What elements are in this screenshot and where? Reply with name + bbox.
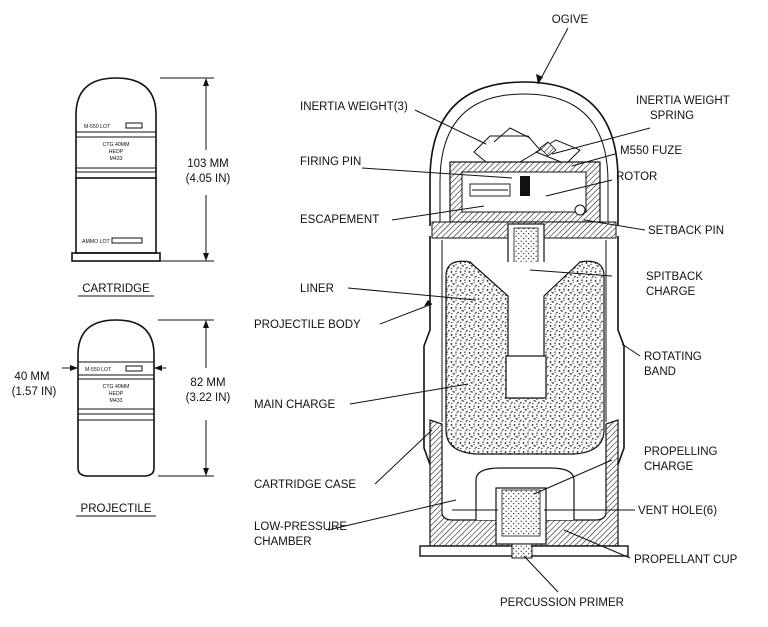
projectile-diameter-dimension: 40 MM (1.57 IN): [12, 365, 166, 398]
label-escapement: ESCAPEMENT: [300, 214, 379, 226]
label-propellant-cup: PROPELLANT CUP: [634, 554, 738, 566]
projectile-diameter-in: (1.57 IN): [12, 386, 57, 398]
label-inertia-weight: INERTIA WEIGHT(3): [300, 101, 408, 113]
label-firing-pin: FIRING PIN: [300, 156, 361, 168]
label-propelling-charge-2: CHARGE: [644, 461, 694, 473]
leader-arrows: [424, 74, 543, 306]
cartridge-stencil-model: M433: [110, 156, 123, 162]
projectile-length-in: (3.22 IN): [186, 392, 231, 404]
cartridge-stencil-lot: M-550 LOT: [84, 124, 111, 130]
projectile-stencil-hedp: HEDP: [109, 391, 124, 397]
label-propelling-charge-1: PROPELLING: [644, 446, 718, 458]
label-rotating-band-2: BAND: [644, 366, 676, 378]
cartridge-stencil-ammo: AMMO LOT: [82, 239, 110, 245]
projectile-stencil-model: M433: [110, 398, 123, 404]
cartridge-stencil-ctg: CTG 40MM: [103, 142, 130, 148]
label-projectile-body: PROJECTILE BODY: [254, 319, 361, 331]
label-inertia-weight-spring-2: SPRING: [650, 110, 694, 122]
label-rotor: ROTOR: [616, 171, 657, 183]
label-main-charge: MAIN CHARGE: [254, 399, 335, 411]
cartridge-caption: CARTRIDGE: [82, 283, 150, 295]
cartridge-length-dimension: 103 MM (4.05 IN): [160, 77, 231, 262]
projectile-length-dimension: 82 MM (3.22 IN): [158, 319, 231, 477]
label-low-pressure-chamber-2: CHAMBER: [254, 536, 312, 548]
label-ogive: OGIVE: [552, 14, 589, 26]
cutaway-drawing: [419, 81, 629, 559]
label-liner: LINER: [300, 283, 334, 295]
label-setback-pin: SETBACK PIN: [648, 225, 724, 237]
label-low-pressure-chamber-1: LOW-PRESSURE: [254, 521, 347, 533]
cartridge-length-in: (4.05 IN): [186, 173, 231, 185]
projectile-stencil-ctg: CTG 40MM: [103, 384, 130, 390]
projectile-length-mm: 82 MM: [190, 377, 225, 389]
projectile-diameter-mm: 40 MM: [14, 371, 49, 383]
label-m550-fuze: M550 FUZE: [620, 145, 682, 157]
leader-lines: [327, 27, 651, 593]
label-spitback-charge-1: SPITBACK: [646, 271, 703, 283]
label-vent-hole: VENT HOLE(6): [638, 505, 717, 517]
projectile-drawing: M-550 LOT CTG 40MM HEDP M433: [77, 319, 155, 477]
label-rotating-band-1: ROTATING: [644, 351, 702, 363]
label-inertia-weight-spring-1: INERTIA WEIGHT: [636, 95, 730, 107]
cartridge-stencil-hedp: HEDP: [109, 149, 124, 155]
label-spitback-charge-2: CHARGE: [646, 286, 696, 298]
cartridge-length-mm: 103 MM: [187, 158, 229, 170]
label-cartridge-case: CARTRIDGE CASE: [254, 479, 356, 491]
projectile-stencil-lot: M-550 LOT: [85, 367, 112, 373]
projectile-caption: PROJECTILE: [81, 503, 152, 515]
cartridge-drawing: M-550 LOT CTG 40MM HEDP M433 AMMO LOT: [71, 77, 161, 262]
label-percussion-primer: PERCUSSION PRIMER: [500, 597, 624, 609]
